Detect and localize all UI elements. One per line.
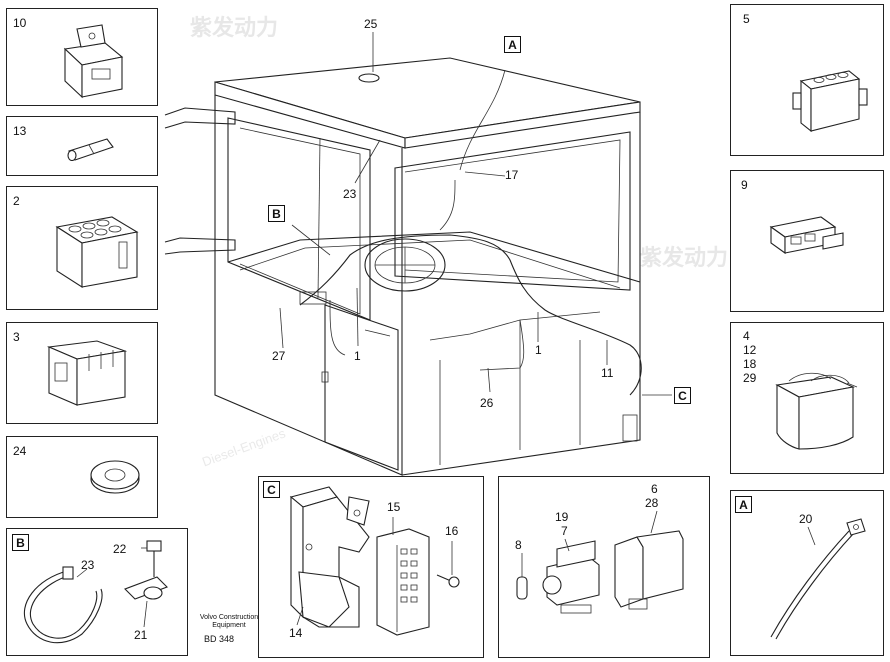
- part-number-18: 18: [743, 357, 757, 371]
- detail-label-a: A: [735, 496, 752, 513]
- multi-pin-connector-illustration: [55, 216, 139, 289]
- callout-1-left: 1: [354, 349, 361, 363]
- panel-part-5: 5: [730, 4, 884, 156]
- part-number-6: 6: [651, 482, 658, 496]
- part-number-22: 22: [113, 542, 127, 556]
- part-number-20: 20: [799, 512, 813, 526]
- part-number-4: 4: [743, 329, 750, 343]
- part-number-7: 7: [561, 524, 568, 538]
- detail-ref-b: B: [268, 205, 285, 222]
- panel-detail-a: A 20: [730, 490, 884, 656]
- panel-part-3: 3: [6, 322, 158, 424]
- part-number-13: 13: [13, 124, 27, 138]
- part-number-23: 23: [81, 558, 95, 572]
- plug-and-socket-illustration: [516, 510, 684, 614]
- part-number-8: 8: [515, 538, 522, 552]
- part-number-5: 5: [743, 12, 750, 26]
- relay-socket-illustration: [63, 24, 124, 99]
- detail-ref-a: A: [504, 36, 521, 53]
- part-number-16: 16: [445, 524, 459, 538]
- panel-parts-6-28: 6 28 19 7 8: [498, 476, 710, 658]
- callout-17: 17: [505, 168, 519, 182]
- part-number-9: 9: [741, 178, 748, 192]
- callout-25: 25: [364, 17, 378, 31]
- panel-detail-b: B 23 22 21: [6, 528, 188, 656]
- cable-tie-illustration: [770, 518, 866, 640]
- part-number-10: 10: [13, 16, 27, 30]
- part-number-2: 2: [13, 194, 20, 208]
- grommet-illustration: [90, 460, 140, 494]
- part-number-24: 24: [13, 444, 27, 458]
- panel-part-13: 13: [6, 116, 158, 176]
- part-number-15: 15: [387, 500, 401, 514]
- panel-part-9: 9: [730, 170, 884, 312]
- connector-part-9-illustration: [769, 216, 844, 255]
- part-number-3: 3: [13, 330, 20, 344]
- panel-parts-4-12-18-29: 4 12 18 29: [730, 322, 884, 474]
- footer-line-1: Volvo Construction: [199, 614, 259, 621]
- detail-label-c: C: [263, 481, 280, 498]
- panel-part-2: 2: [6, 186, 158, 310]
- panel-part-24: 24: [6, 436, 158, 518]
- part-number-14: 14: [289, 626, 303, 640]
- callout-11: 11: [601, 366, 614, 380]
- connector-housing-illustration: [46, 340, 128, 406]
- cable-tie-and-clamp-illustration: [23, 540, 168, 644]
- part-number-28: 28: [645, 496, 659, 510]
- panel-part-10: 10: [6, 8, 158, 106]
- detail-label-b: B: [12, 534, 29, 551]
- callout-27: 27: [272, 349, 286, 363]
- callout-26: 26: [480, 396, 494, 410]
- detail-ref-c: C: [674, 387, 691, 404]
- footer-company: Volvo Construction Equipment: [190, 614, 268, 630]
- callout-23: 23: [343, 187, 357, 201]
- part-number-stack: 4 12 18 29: [743, 329, 756, 385]
- connector-cover-illustration: [775, 372, 858, 450]
- connector-part-5-illustration: [792, 70, 868, 133]
- footer-line-2: Equipment: [212, 622, 246, 629]
- part-number-19: 19: [555, 510, 569, 524]
- drawing-code: BD 348: [204, 634, 235, 644]
- panel-detail-c: C 15 16 14: [258, 476, 484, 658]
- part-number-12: 12: [743, 343, 757, 357]
- callout-1-right: 1: [535, 343, 542, 357]
- splice-sleeve-illustration: [67, 138, 114, 162]
- part-number-21: 21: [134, 628, 148, 642]
- connector-bracket-illustration: [289, 486, 460, 636]
- part-number-29: 29: [743, 371, 757, 385]
